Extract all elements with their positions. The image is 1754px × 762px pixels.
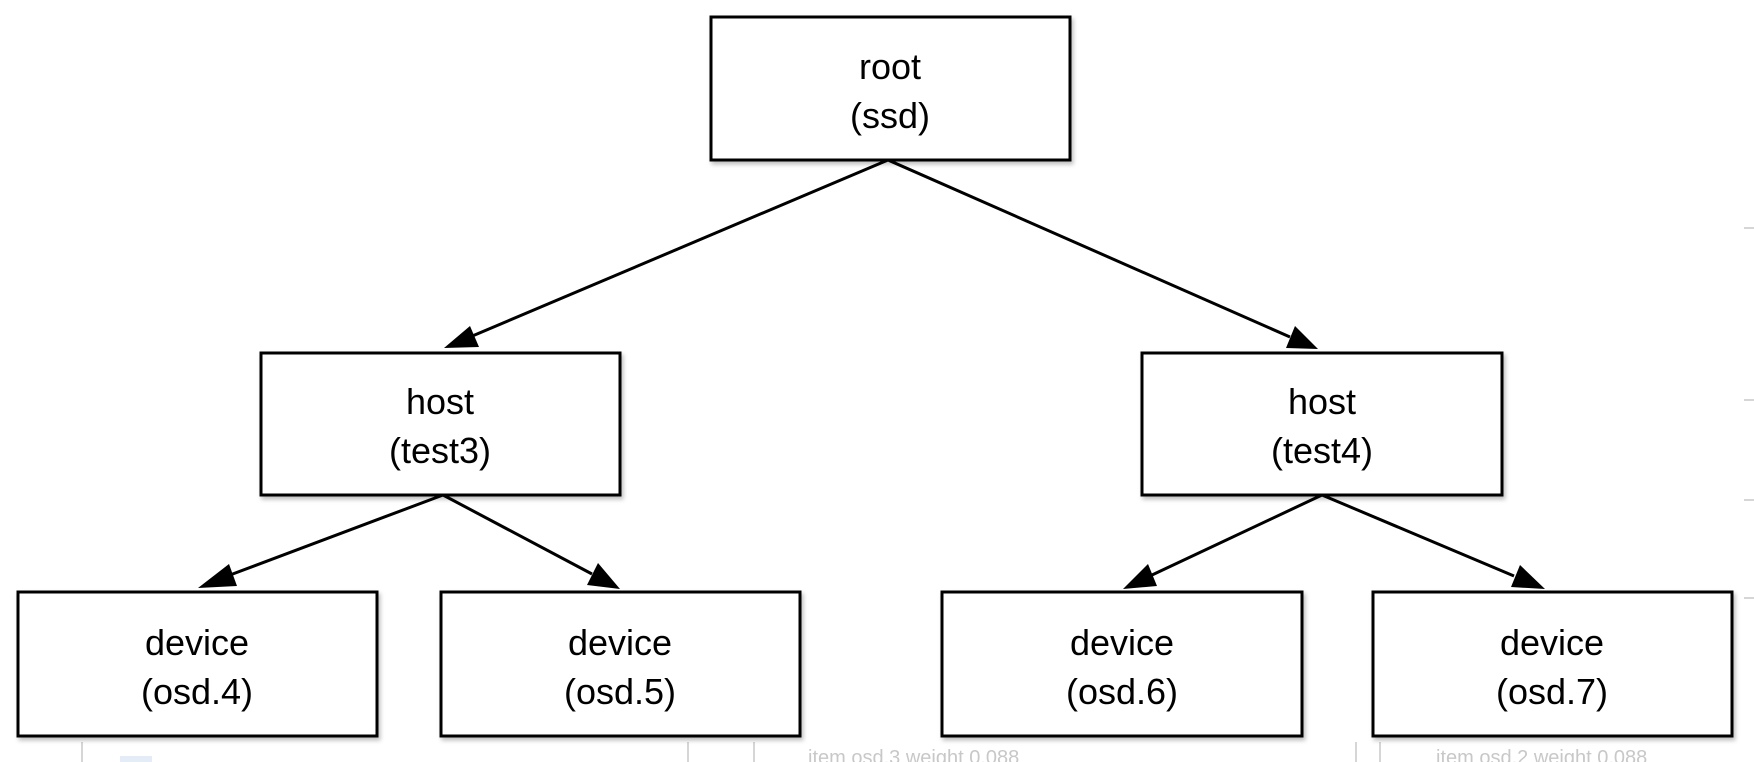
edge-host-test4-to-osd7 [1321, 493, 1515, 578]
arrowhead-host-test3 [444, 326, 479, 348]
node-device-osd6: device (osd.6) [940, 590, 1304, 738]
node-host-test3-name: (test3) [389, 430, 491, 471]
node-host-test3: host (test3) [259, 351, 622, 497]
edges [198, 158, 1545, 589]
arrowhead-osd7 [1511, 565, 1545, 589]
arrowhead-osd4 [198, 564, 237, 588]
node-device-osd5-type: device [568, 622, 672, 663]
node-root-name: (ssd) [850, 95, 930, 136]
arrowhead-osd6 [1123, 564, 1157, 589]
node-device-osd7: device (osd.7) [1371, 590, 1734, 738]
node-device-osd7-type: device [1500, 622, 1604, 663]
edge-host-test3-to-osd4 [229, 493, 444, 577]
node-device-osd5-name: (osd.5) [564, 671, 676, 712]
node-host-test3-type: host [406, 381, 474, 422]
node-device-osd5: device (osd.5) [439, 590, 802, 738]
background-fragments: item osd.3 weight 0.088 item osd.2 weigh… [81, 227, 1754, 762]
edge-root-to-host-test3 [469, 158, 889, 339]
node-root-type: root [859, 46, 921, 87]
node-host-test4: host (test4) [1140, 351, 1504, 497]
node-root: root (ssd) [709, 15, 1072, 162]
edge-root-to-host-test4 [887, 158, 1291, 339]
node-device-osd6-type: device [1070, 622, 1174, 663]
background-fragment-left: item osd.3 weight 0.088 [808, 747, 1019, 762]
arrowhead-host-test4 [1286, 326, 1318, 349]
background-fragment-right: item osd.2 weight 0.088 [1436, 747, 1647, 762]
node-device-osd7-name: (osd.7) [1496, 671, 1608, 712]
node-device-osd4: device (osd.4) [16, 590, 379, 738]
node-host-test4-name: (test4) [1271, 430, 1373, 471]
arrowhead-osd5 [587, 563, 620, 589]
edge-host-test3-to-osd5 [442, 493, 593, 576]
node-host-test4-type: host [1288, 381, 1356, 422]
node-device-osd4-type: device [145, 622, 249, 663]
edge-host-test4-to-osd6 [1151, 493, 1323, 577]
node-device-osd6-name: (osd.6) [1066, 671, 1178, 712]
node-device-osd4-name: (osd.4) [141, 671, 253, 712]
